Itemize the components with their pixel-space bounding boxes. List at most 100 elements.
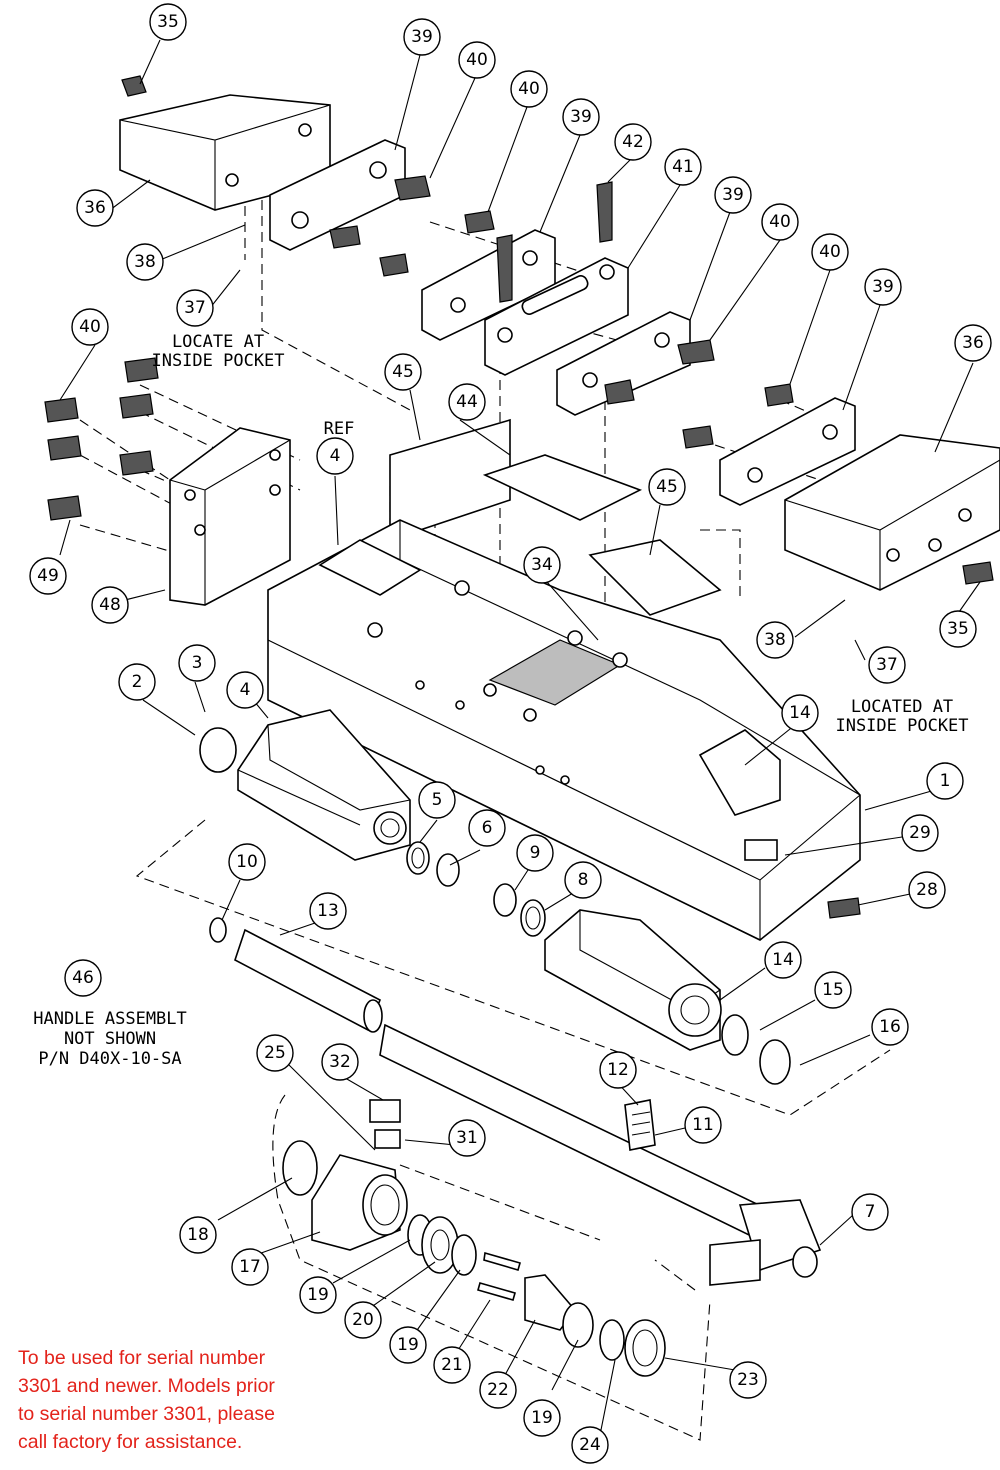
balloon: 6 [468,809,506,847]
svg-text:40: 40 [819,242,841,262]
svg-text:13: 13 [317,901,339,921]
svg-text:29: 29 [909,823,931,843]
svg-text:40: 40 [769,212,791,232]
svg-text:3: 3 [192,653,203,673]
svg-text:16: 16 [879,1017,901,1037]
tube [234,928,383,1033]
balloon: 28 [908,871,946,909]
balloon: 11 [684,1106,722,1144]
note-locate-at: LOCATE AT [172,332,264,352]
balloon: 42 [614,123,652,161]
svg-text:9: 9 [530,843,541,863]
balloon: 39 [864,268,902,306]
balloon: 22 [479,1371,517,1409]
vise-body [267,519,861,941]
svg-text:20: 20 [352,1310,374,1330]
balloon: 4 [226,671,264,709]
svg-text:28: 28 [916,880,938,900]
balloon: 21 [433,1346,471,1384]
balloon: 41 [664,148,702,186]
balloon: 25 [256,1034,294,1072]
balloon: 32 [321,1043,359,1081]
jaw-block-right [784,434,1000,591]
note-ref: REF [324,419,355,439]
balloon: 36 [76,189,114,227]
balloon: 19 [389,1326,427,1364]
svg-text:40: 40 [518,79,540,99]
balloon: 7 [851,1193,889,1231]
balloon: 19 [299,1276,337,1314]
balloon: 39 [562,98,600,136]
svg-text:4: 4 [240,680,251,700]
note-inside-pocket: INSIDE POCKET [151,351,284,371]
note-handle-line1: HANDLE ASSEMBLT [33,1009,187,1029]
lead-screw [379,1023,822,1286]
balloon: 17 [231,1248,269,1286]
svg-text:38: 38 [764,630,786,650]
balloon: 35 [939,610,977,648]
balloon: 39 [403,18,441,56]
end-plate [169,427,291,606]
svg-text:40: 40 [79,317,101,337]
svg-text:25: 25 [264,1043,286,1063]
svg-text:12: 12 [607,1060,629,1080]
svg-text:45: 45 [656,477,678,497]
svg-text:5: 5 [432,790,443,810]
svg-text:49: 49 [37,566,59,586]
svg-text:46: 46 [72,968,94,988]
nut-assembly-right [544,909,722,1051]
balloon: 5 [418,781,456,819]
balloon: 1 [926,762,964,800]
jaw-plates [269,139,856,506]
balloon: 15 [814,971,852,1009]
balloon: 3 [178,644,216,682]
svg-text:19: 19 [307,1285,329,1305]
svg-text:39: 39 [722,185,744,205]
balloon: 44 [448,383,486,421]
svg-text:37: 37 [184,298,206,318]
balloon: 2 [118,663,156,701]
bearing-housing [282,1099,408,1251]
balloon: 39 [714,176,752,214]
serial-note-line: To be used for serial number [18,1347,266,1369]
balloon: 12 [599,1051,637,1089]
svg-text:42: 42 [622,132,644,152]
balloon: 45 [384,353,422,391]
balloon: 36 [954,324,992,362]
svg-text:11: 11 [692,1115,714,1135]
svg-text:37: 37 [876,655,898,675]
svg-text:15: 15 [822,980,844,1000]
svg-text:24: 24 [579,1435,601,1455]
balloon: 18 [179,1216,217,1254]
balloon: 9 [516,834,554,872]
note-handle-line3: P/N D40X-10-SA [38,1049,181,1069]
balloon: 29 [901,814,939,852]
balloon: 37 [176,289,214,327]
svg-text:31: 31 [456,1128,478,1148]
svg-text:6: 6 [482,818,493,838]
balloon: 20 [344,1301,382,1339]
svg-text:19: 19 [531,1408,553,1428]
svg-text:10: 10 [236,852,258,872]
svg-text:7: 7 [865,1202,876,1222]
svg-text:22: 22 [487,1380,509,1400]
balloon: 40 [458,41,496,79]
note-inside-pocket: INSIDE POCKET [835,716,968,736]
note-located-at: LOCATED AT [851,697,953,717]
balloon: 48 [91,586,129,624]
serial-note-line: 3301 and newer. Models prior [18,1375,275,1397]
balloon: 40 [811,233,849,271]
balloon: 14 [764,941,802,979]
svg-text:14: 14 [789,703,811,723]
note-handle-line2: NOT SHOWN [64,1029,156,1049]
balloon: 31 [448,1119,486,1157]
svg-text:23: 23 [737,1370,759,1390]
cap-screws [44,175,994,919]
balloon: 4 [316,437,354,475]
balloon: 10 [228,843,266,881]
nut-assembly-left [199,709,411,861]
bearing-stack [407,1214,666,1377]
serial-note-line: to serial number 3301, please [18,1403,275,1425]
